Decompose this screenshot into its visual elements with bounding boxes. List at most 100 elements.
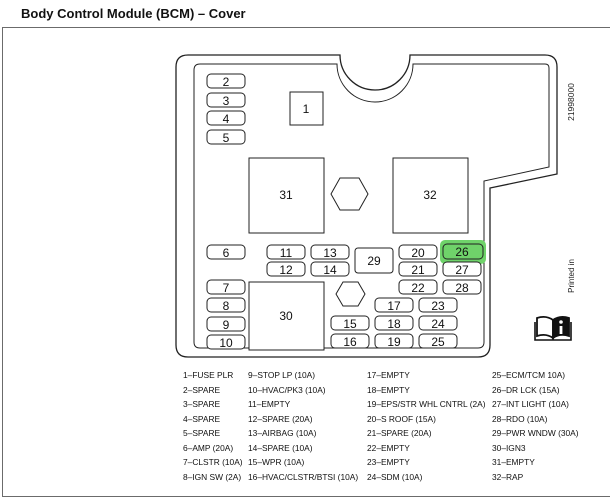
fuse-label-26: 26 — [455, 245, 469, 259]
legend-item: 19–EPS/STR WHL CNTRL (2A) — [367, 399, 486, 409]
legend-item: 10–HVAC/PK3 (10A) — [248, 384, 326, 395]
mounting-hex-lower — [335, 281, 366, 307]
fuse-label-27: 27 — [455, 263, 469, 277]
legend-item: 31–EMPTY — [492, 457, 535, 467]
legend-item: 17–EMPTY — [367, 370, 410, 380]
diagram-frame — [2, 27, 610, 497]
relay-31 — [248, 157, 325, 234]
legend-item: 14–SPARE (10A) — [248, 442, 313, 453]
legend-item: 24–SDM (10A) — [367, 471, 423, 482]
fuse-label-11: 11 — [280, 246, 293, 260]
relay-label-32: 32 — [423, 188, 437, 202]
fuse-15 — [330, 315, 370, 331]
cover-outline — [175, 54, 558, 358]
printed-in-label: Printed in — [567, 259, 576, 293]
fuse-13 — [310, 244, 350, 260]
fuse-22 — [398, 279, 438, 295]
fuse-17 — [374, 297, 414, 313]
legend-item: 28–RDO (10A) — [492, 413, 548, 424]
fuse-label-22: 22 — [411, 281, 425, 295]
legend-column-2: 9–STOP LP (10A) 10–HVAC/PK3 (10A) 11–EMP… — [248, 368, 358, 484]
legend-column-4: 25–ECM/TCM 10A) 26–DR LCK (15A) 27–INT L… — [492, 368, 579, 484]
fuse-label-15: 15 — [343, 317, 357, 331]
relay-29 — [354, 247, 394, 274]
fuse-16 — [330, 333, 370, 349]
legend-item: 23–EMPTY — [367, 457, 410, 467]
legend-item: 25–ECM/TCM 10A) — [492, 370, 566, 380]
legend-column-3: 17–EMPTY 18–EMPTY 19–EPS/STR WHL CNTRL (… — [367, 368, 486, 484]
fuse-label-4: 4 — [223, 112, 230, 126]
fuse-label-16: 16 — [343, 335, 357, 349]
legend-item: 21–SPARE (20A) — [367, 428, 432, 438]
fuse-23 — [418, 297, 458, 313]
mounting-hex-upper — [330, 177, 369, 211]
legend-item: 32–RAP — [492, 471, 524, 482]
legend-item: 9–STOP LP (10A) — [248, 370, 316, 380]
relay-label-29: 29 — [367, 254, 381, 268]
legend-item: 15–WPR (10A) — [248, 457, 305, 467]
fuse-20 — [398, 244, 438, 260]
fuse-label-3: 3 — [223, 94, 230, 108]
legend-item: 6–AMP (20A) — [183, 442, 234, 453]
fuse-label-10: 10 — [219, 336, 233, 350]
fuse-9 — [206, 316, 246, 332]
legend-item: 16–HVAC/CLSTR/BTSI (10A) — [248, 471, 359, 482]
legend-item: 4–SPARE — [183, 413, 221, 424]
fuse-label-17: 17 — [387, 299, 401, 313]
relay-label-31: 31 — [279, 188, 293, 202]
legend-item: 12–SPARE (20A) — [248, 413, 313, 424]
fuse-21 — [398, 261, 438, 277]
fuse-8 — [206, 297, 246, 313]
legend-item: 30–IGN3 — [492, 442, 526, 453]
fuse-label-28: 28 — [455, 281, 469, 295]
fuse-5 — [206, 129, 246, 145]
legend-item: 27–INT LIGHT (10A) — [492, 399, 569, 409]
fuse-label-23: 23 — [431, 299, 445, 313]
fuse-label-13: 13 — [323, 246, 337, 260]
fuse-27 — [442, 261, 482, 277]
relay-1 — [289, 91, 324, 126]
fuse-3 — [206, 92, 246, 108]
fuse-label-5: 5 — [223, 131, 230, 145]
fuse-24 — [418, 315, 458, 331]
fuse-label-6: 6 — [223, 246, 230, 260]
fuse-label-7: 7 — [223, 281, 230, 295]
legend-item: 7–CLSTR (10A) — [183, 457, 243, 467]
fuse-14 — [310, 261, 350, 277]
fuse-label-21: 21 — [411, 263, 425, 277]
legend-item: 22–EMPTY — [367, 442, 410, 453]
legend-item: 3–SPARE — [183, 399, 221, 409]
relay-label-30: 30 — [279, 309, 293, 323]
legend-item: 1–FUSE PLR — [183, 370, 234, 380]
relay-label-1: 1 — [303, 102, 310, 116]
fuse-11 — [266, 244, 306, 260]
fuse-6 — [206, 244, 246, 260]
fuse-7 — [206, 279, 246, 295]
fuse-label-19: 19 — [387, 335, 401, 349]
part-number: 21998000 — [566, 83, 576, 121]
fuse-label-20: 20 — [411, 246, 425, 260]
fuse-label-24: 24 — [431, 317, 445, 331]
legend-item: 26–DR LCK (15A) — [492, 384, 560, 395]
fuse-2 — [206, 73, 246, 89]
fuse-10 — [206, 334, 246, 350]
fuse-28 — [442, 279, 482, 295]
diagram-title: Body Control Module (BCM) – Cover — [21, 6, 246, 21]
fuse-label-25: 25 — [431, 335, 445, 349]
fuse-12 — [266, 261, 306, 277]
fuse-label-14: 14 — [323, 263, 337, 277]
legend-item: 11–EMPTY — [248, 399, 291, 409]
fuse-label-9: 9 — [223, 318, 230, 332]
legend-item: 2–SPARE — [183, 384, 221, 395]
legend-item: 13–AIRBAG (10A) — [248, 428, 317, 438]
fuse-label-2: 2 — [223, 75, 230, 89]
relay-30 — [248, 281, 325, 351]
fuse-25 — [418, 333, 458, 349]
legend-item: 20–S ROOF (15A) — [367, 413, 436, 424]
legend-item: 29–PWR WNDW (30A) — [492, 428, 579, 438]
cover-inner-outline — [193, 63, 550, 349]
relay-32 — [392, 157, 469, 234]
fuse-label-12: 12 — [279, 263, 293, 277]
legend-item: 8–IGN SW (2A) — [183, 471, 242, 482]
